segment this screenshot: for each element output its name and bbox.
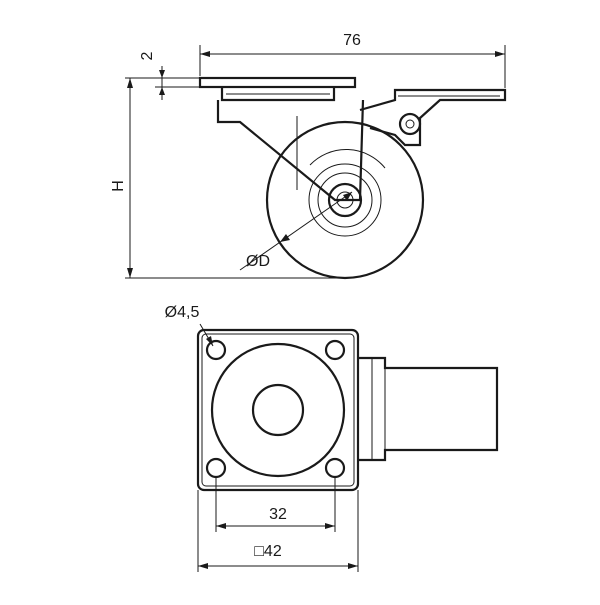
mounting-hole-top-left: [205, 339, 227, 361]
dim-hole-label: Ø4,5: [165, 304, 200, 321]
dimension-hole-diameter: Ø4,5: [165, 304, 214, 347]
mounting-hole-bottom-left: [205, 457, 227, 479]
dimension-overall-length: 76: [199, 32, 506, 88]
dimension-height: H: [110, 77, 345, 279]
dim-32-label: 32: [269, 506, 287, 523]
side-view: 76 2 H ØD: [110, 32, 507, 280]
mounting-hole-top-right: [324, 339, 346, 361]
axle-nut: [327, 182, 363, 218]
dimension-wheel-diameter: ØD: [239, 191, 353, 271]
dim-h-label: H: [110, 180, 127, 192]
plate-inner-outline: [201, 333, 355, 487]
dim-2-label: 2: [139, 51, 156, 60]
dim-76-label: 76: [343, 32, 361, 49]
dim-od-label: ØD: [246, 253, 270, 270]
brake-lever-top: [358, 356, 499, 462]
axle: [336, 191, 354, 209]
swivel-bearing: [220, 87, 336, 102]
dimension-hole-spacing: 32: [215, 477, 336, 532]
plate-outline: [196, 328, 360, 492]
top-view: Ø4,5 32 □42: [165, 304, 499, 572]
fork: [216, 99, 365, 202]
center-ring: [210, 342, 346, 478]
wheel-hub-ring: [308, 163, 382, 237]
brake-pivot: [398, 112, 422, 136]
dimension-plate-thickness: 2: [139, 51, 200, 100]
mounting-hole-bottom-right: [324, 457, 346, 479]
brake-lever: [359, 88, 507, 147]
center-hole: [251, 383, 305, 437]
wheel-hub-inner: [317, 172, 373, 228]
brake-pivot-pin: [405, 119, 415, 129]
top-plate: [198, 76, 357, 89]
dimension-plate-size: □42: [197, 490, 359, 572]
dim-42-label: □42: [254, 543, 282, 560]
wheel-tread-inner: [309, 149, 386, 169]
